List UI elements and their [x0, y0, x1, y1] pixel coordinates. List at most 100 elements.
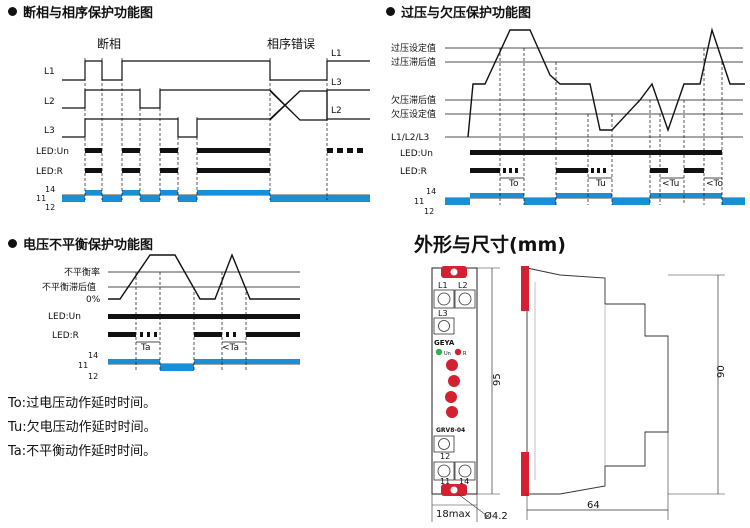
note-tu: Tu:欠电压动作延时时间。: [8, 420, 157, 435]
row-label-l1: L1: [44, 67, 55, 77]
note-ta: Ta:不平衡动作延时时间。: [8, 444, 157, 459]
v-row-label-12: 12: [424, 207, 434, 216]
voltage-diagram: 过压设定值 过压滞后值 欠压滞后值 欠压设定值 L1/L2/L3 LED:Un …: [391, 27, 745, 216]
delay-label-lt-to: <To: [706, 179, 724, 189]
unbalance-relay-track: [108, 359, 300, 371]
row-label-led-un: LED:Un: [36, 147, 69, 157]
delay-label-lt-ta: <Ta: [222, 343, 239, 353]
led-r-icon: [454, 348, 462, 356]
v-row-label-11: 11: [414, 197, 424, 206]
unbalance-led-un-bar: [108, 314, 300, 319]
row-label-l3: L3: [44, 126, 55, 136]
l2-cross-line: [269, 90, 301, 121]
led-un-label: Un: [444, 351, 451, 357]
level-label-uv-set: 欠压设定值: [391, 108, 436, 120]
terminal-screw-icon: [437, 464, 451, 478]
phase-led-un: [85, 148, 363, 153]
dim-height-90: 90: [716, 365, 727, 378]
device-side-view: [521, 266, 669, 496]
terminal-screw-icon: [458, 292, 472, 306]
voltage-led-r: [470, 168, 704, 173]
dim-width-18max: 18max: [436, 509, 471, 520]
v-row-label-led-un: LED:Un: [400, 149, 433, 159]
side-bottom-clip: [521, 452, 529, 496]
terminal-label-l1: L1: [438, 281, 448, 290]
voltage-relay-track: [445, 193, 745, 205]
knob-icon: [448, 375, 460, 387]
knob-icon: [446, 359, 458, 371]
level-label-phases: L1/L2/L3: [391, 133, 429, 143]
voltage-dashed-guides: [499, 48, 723, 205]
led-un-icon: [435, 348, 443, 356]
u-row-label-12: 12: [88, 372, 98, 381]
row-label-12: 12: [45, 203, 55, 212]
l2-waveform: [62, 89, 370, 121]
right-label-l1: L1: [331, 49, 342, 59]
unbalance-diagram: 不平衡率 不平衡滞后值 0% LED:Un LED:R 14 11 12 Ta …: [42, 253, 300, 381]
phase-led-r: [85, 168, 270, 173]
v-row-label-14: 14: [426, 187, 436, 196]
delay-label-tu: Tu: [595, 179, 606, 189]
device-front-view: L1 L2 L3 GEYA Un R GRV8-04 12 11 14: [431, 266, 478, 496]
note-to: To:过电压动作延时时间。: [8, 396, 157, 411]
side-top-clip: [521, 266, 529, 311]
delay-label-ta: Ta: [140, 343, 151, 353]
knob-icon: [446, 406, 458, 418]
bullet-icon: [8, 7, 17, 16]
phase-diagram: 断相 相序错误 L1 L2 L3 LED:Un LED:R 14 11 12 L…: [36, 36, 370, 212]
phase-relay-track: [62, 190, 370, 202]
terminal-screw-icon: [458, 464, 472, 478]
voltage-led-un-bar: [470, 150, 722, 155]
terminal-label-l2: L2: [458, 281, 468, 290]
unbalance-led-r: [108, 332, 300, 337]
top-screw-hole-icon: [450, 268, 458, 276]
terminal-label-12: 12: [440, 452, 450, 461]
u-level-label-zero: 0%: [86, 295, 101, 305]
dim-hole: Ø4.2: [484, 510, 508, 522]
unbalance-level-lines: [108, 271, 300, 288]
v-row-label-led-r: LED:R: [400, 167, 427, 177]
knob-icon: [445, 391, 457, 403]
row-label-14: 14: [45, 185, 55, 194]
u-row-label-14: 14: [88, 351, 98, 360]
l1-waveform: [62, 60, 370, 81]
right-label-l3: L3: [331, 78, 342, 88]
dim-depth-64: 64: [587, 500, 600, 511]
level-label-ov-hys: 过压滞后值: [391, 56, 436, 68]
bullet-icon: [8, 239, 17, 248]
front-dimension-lines: [431, 267, 500, 522]
dimensions-title: 外形与尺寸(mm): [414, 234, 566, 256]
delay-label-to: To: [508, 179, 519, 189]
phase-dashed-guides: [84, 58, 328, 200]
right-label-l2: L2: [331, 106, 342, 116]
terminal-screw-icon: [437, 292, 451, 306]
delay-label-lt-tu: <Tu: [662, 179, 679, 189]
unbalance-waveform: [108, 253, 300, 300]
u-row-label-led-un: LED:Un: [48, 312, 81, 322]
unbalance-dashed-guides: [135, 272, 247, 371]
level-label-ov-set: 过压设定值: [391, 42, 436, 54]
led-r-label: R: [463, 351, 467, 357]
terminal-screw-icon: [438, 438, 450, 450]
u-level-label-rate: 不平衡率: [64, 266, 100, 278]
row-label-led-r: LED:R: [36, 167, 63, 177]
device-brand: GEYA: [434, 339, 455, 347]
terminal-screw-icon: [438, 320, 450, 332]
phase-seq-error-label: 相序错误: [267, 36, 315, 51]
l3-waveform: [62, 90, 370, 138]
unbalance-diagram-title: 电压不平衡保护功能图: [8, 234, 153, 253]
bottom-screw-hole-icon: [450, 486, 458, 494]
terminal-label-14: 14: [459, 477, 469, 486]
row-label-l2: L2: [44, 97, 55, 107]
u-row-label-led-r: LED:R: [52, 331, 79, 341]
bullet-icon: [386, 7, 395, 16]
voltage-diagram-title: 过压与欠压保护功能图: [386, 2, 531, 21]
voltage-level-lines: [445, 47, 743, 138]
terminal-label-l3: L3: [438, 309, 448, 318]
u-row-label-11: 11: [78, 361, 88, 370]
voltage-waveform: [467, 27, 745, 138]
terminal-label-11: 11: [440, 477, 450, 486]
u-level-label-hys: 不平衡滞后值: [42, 281, 96, 293]
device-model: GRV8-04: [436, 427, 465, 434]
